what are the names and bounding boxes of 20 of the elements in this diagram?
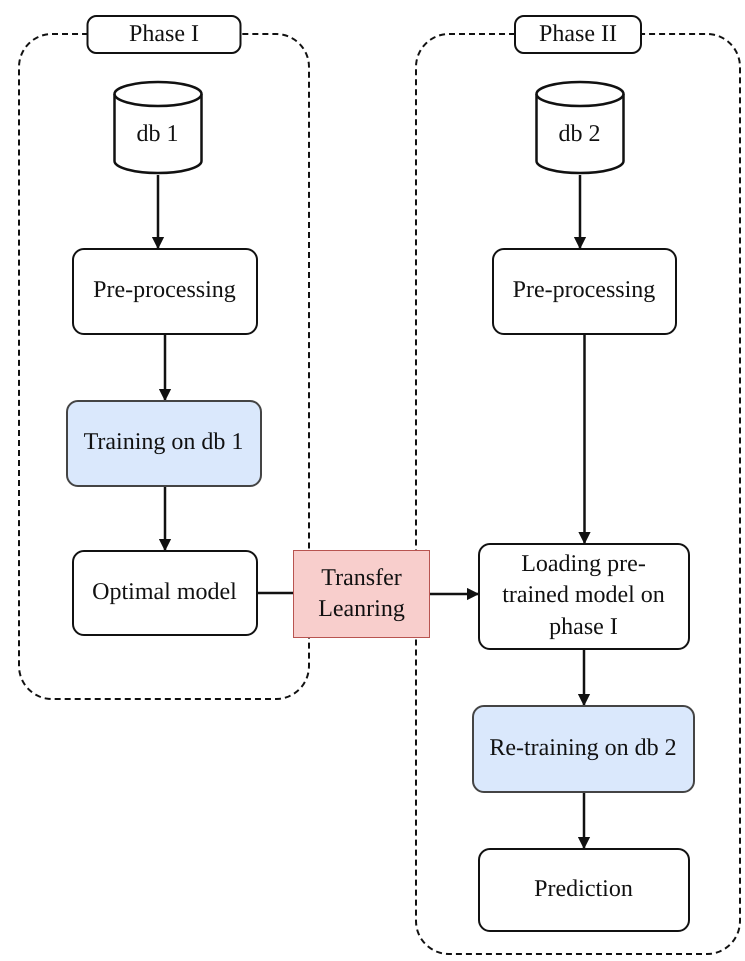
arrow [152, 175, 164, 250]
arrow [578, 650, 590, 706]
database-cylinder: db 1 [112, 80, 202, 174]
arrow [158, 335, 172, 402]
phase-label: Phase II [514, 15, 642, 54]
process-box: Pre-processing [72, 248, 258, 334]
process-box: Re-training on db 2 [472, 704, 694, 792]
process-box: Prediction [478, 848, 690, 932]
phase-label: Phase I [86, 15, 242, 54]
process-box: Optimal model [72, 550, 258, 636]
arrow [430, 588, 480, 600]
arrow [578, 335, 591, 544]
arrow [574, 175, 586, 250]
process-box: Training on db 1 [66, 400, 262, 486]
process-box: Loading pre-trained model on phase I [478, 542, 690, 650]
transfer-box: Transfer Leanring [293, 550, 430, 638]
arrow [158, 487, 172, 552]
process-box: Pre-processing [492, 248, 676, 334]
database-cylinder: db 2 [534, 80, 624, 174]
arrow [578, 793, 590, 850]
